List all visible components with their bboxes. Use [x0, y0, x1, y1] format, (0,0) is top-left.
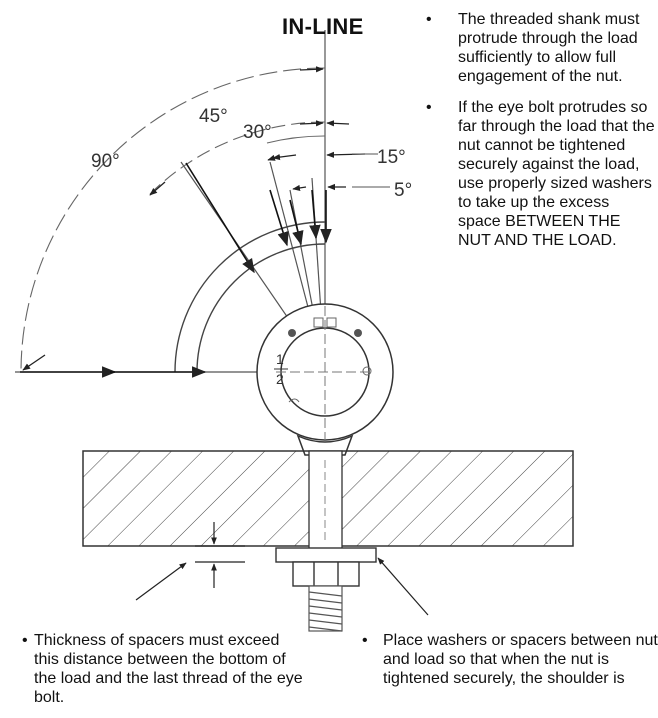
angle-reference-lines [15, 30, 326, 373]
load-arrows [20, 162, 332, 378]
angle-label-15: 15° [377, 147, 406, 168]
load-arc-band [174, 221, 326, 373]
note-text: The threaded shank must protrude through… [458, 11, 640, 85]
page-title: IN-LINE [282, 14, 364, 39]
washer-leader [377, 557, 429, 616]
note-text: Thickness of spacers must exceed this di… [34, 632, 303, 706]
fraction-numerator: 1 [276, 351, 284, 367]
spacer-dimension [135, 522, 245, 601]
bullet: • [22, 632, 28, 649]
washer [275, 547, 377, 563]
angle-label-45: 45° [199, 106, 228, 127]
note-text: Place washers or spacers between nut and… [383, 632, 658, 687]
angle-label-30: 30° [243, 122, 272, 143]
list-item: • If the eye bolt protrudes so far throu… [424, 98, 656, 250]
thread-end [308, 585, 343, 632]
bullet: • [426, 99, 432, 116]
spacer-thickness-note: • Thickness of spacers must exceed this … [22, 631, 304, 707]
note-text: If the eye bolt protrudes so far through… [458, 99, 655, 249]
eye-centerlines [276, 306, 374, 440]
angle-label-5: 5° [394, 180, 412, 201]
fraction-denominator: 2 [276, 371, 284, 387]
angle-label-90: 90° [91, 151, 120, 172]
angle-arcs [20, 67, 326, 373]
right-notes-list: • The threaded shank must protrude throu… [424, 10, 656, 262]
washer-placement-note: • Place washers or spacers between nut a… [362, 631, 658, 688]
bullet: • [362, 632, 368, 649]
nut [292, 561, 360, 587]
list-item: • The threaded shank must protrude throu… [424, 10, 656, 86]
bullet: • [426, 11, 432, 28]
eye-markings [288, 317, 372, 403]
